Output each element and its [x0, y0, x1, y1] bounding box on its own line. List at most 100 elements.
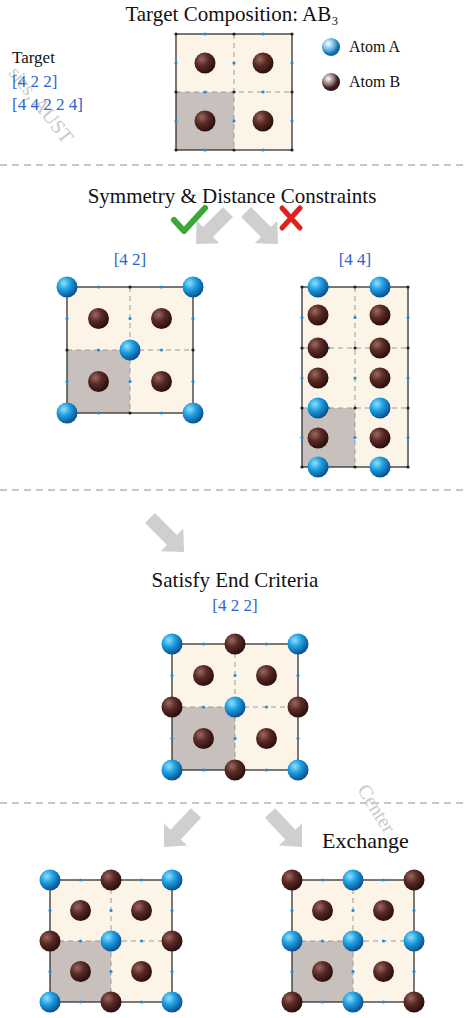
panel-ground — [292, 880, 414, 1002]
flow-arrow — [185, 201, 240, 256]
site-dot — [353, 436, 356, 439]
site-dot — [353, 316, 356, 319]
site-dot — [174, 119, 177, 122]
site-dot — [406, 316, 409, 319]
site-dot — [406, 406, 409, 409]
site-dot — [48, 970, 51, 973]
site-dot — [412, 909, 415, 912]
unit-cell-shade — [67, 350, 130, 413]
atom-a — [370, 398, 391, 419]
atom-b — [282, 992, 303, 1013]
site-dot — [232, 61, 235, 64]
figure-title: Target Composition: AB₃ — [125, 2, 338, 26]
site-dot — [290, 32, 293, 35]
site-dot — [353, 406, 356, 409]
panel-border — [67, 287, 193, 413]
site-dot — [128, 317, 131, 320]
atom-b — [308, 305, 329, 326]
site-dot — [351, 970, 354, 973]
panel-border — [176, 34, 292, 150]
site-dot — [170, 909, 173, 912]
site-dot — [160, 348, 163, 351]
site-dot — [97, 348, 100, 351]
legend-swatch — [322, 73, 340, 91]
atom-b — [193, 665, 214, 686]
site-dot — [191, 380, 194, 383]
atom-b — [151, 371, 172, 392]
atom-b — [162, 697, 183, 718]
lattice-panel — [57, 277, 204, 424]
lattice-panel — [282, 870, 425, 1013]
atom-b — [308, 368, 329, 389]
site-dot — [174, 61, 177, 64]
divider — [0, 489, 464, 491]
atom-b — [162, 931, 183, 952]
atom-b — [88, 371, 109, 392]
atom-b — [88, 308, 109, 329]
site-dot — [170, 674, 173, 677]
cross-mark — [282, 208, 300, 228]
site-dot — [351, 909, 354, 912]
atom-b — [308, 428, 329, 449]
unit-cell-shade — [172, 707, 235, 770]
site-dot — [321, 878, 324, 881]
site-dot — [233, 674, 236, 677]
lattice-panel — [40, 870, 183, 1013]
divider — [0, 164, 464, 166]
site-dot — [265, 642, 268, 645]
site-dot — [290, 909, 293, 912]
atom-a — [343, 870, 364, 891]
site-dot — [406, 346, 409, 349]
site-dot — [170, 970, 173, 973]
site-dot — [353, 285, 356, 288]
atom-a — [101, 931, 122, 952]
site-dot — [65, 380, 68, 383]
site-dot — [300, 465, 303, 468]
site-dot — [174, 148, 177, 151]
target-label: Target — [12, 48, 55, 68]
site-dot — [232, 148, 235, 151]
atom-b — [225, 634, 246, 655]
check-mark — [174, 208, 205, 231]
atom-b — [308, 338, 329, 359]
atom-b — [131, 961, 152, 982]
site-dot — [382, 1000, 385, 1003]
atom-a — [343, 931, 364, 952]
lattice-panel — [300, 277, 409, 478]
site-dot — [261, 148, 264, 151]
divider — [0, 802, 464, 804]
atom-a — [57, 403, 78, 424]
atom-b — [312, 900, 333, 921]
atom-b — [373, 961, 394, 982]
atom-b — [370, 368, 391, 389]
site-dot — [203, 90, 206, 93]
atom-b — [101, 870, 122, 891]
atom-a — [183, 403, 204, 424]
atom-b — [373, 900, 394, 921]
atom-b — [256, 728, 277, 749]
panel-border — [302, 287, 408, 467]
atom-a — [162, 992, 183, 1013]
atom-a — [183, 277, 204, 298]
atom-a — [120, 340, 141, 361]
candidate-vector: [4 2] — [114, 250, 147, 270]
atom-a — [162, 634, 183, 655]
atom-a — [40, 870, 61, 891]
unit-cell-shade — [302, 408, 355, 467]
site-dot — [290, 148, 293, 151]
site-dot — [191, 348, 194, 351]
unit-cell-shade — [292, 941, 353, 1002]
site-dot — [261, 90, 264, 93]
atom-a — [162, 760, 183, 781]
site-dot — [296, 674, 299, 677]
flow-arrow — [139, 507, 196, 564]
panel-ground — [172, 644, 298, 770]
site-dot — [65, 348, 68, 351]
atom-a — [370, 457, 391, 478]
site-dot — [353, 346, 356, 349]
flow-arrow — [152, 802, 207, 858]
site-dot — [109, 970, 112, 973]
site-dot — [140, 1000, 143, 1003]
site-dot — [300, 285, 303, 288]
